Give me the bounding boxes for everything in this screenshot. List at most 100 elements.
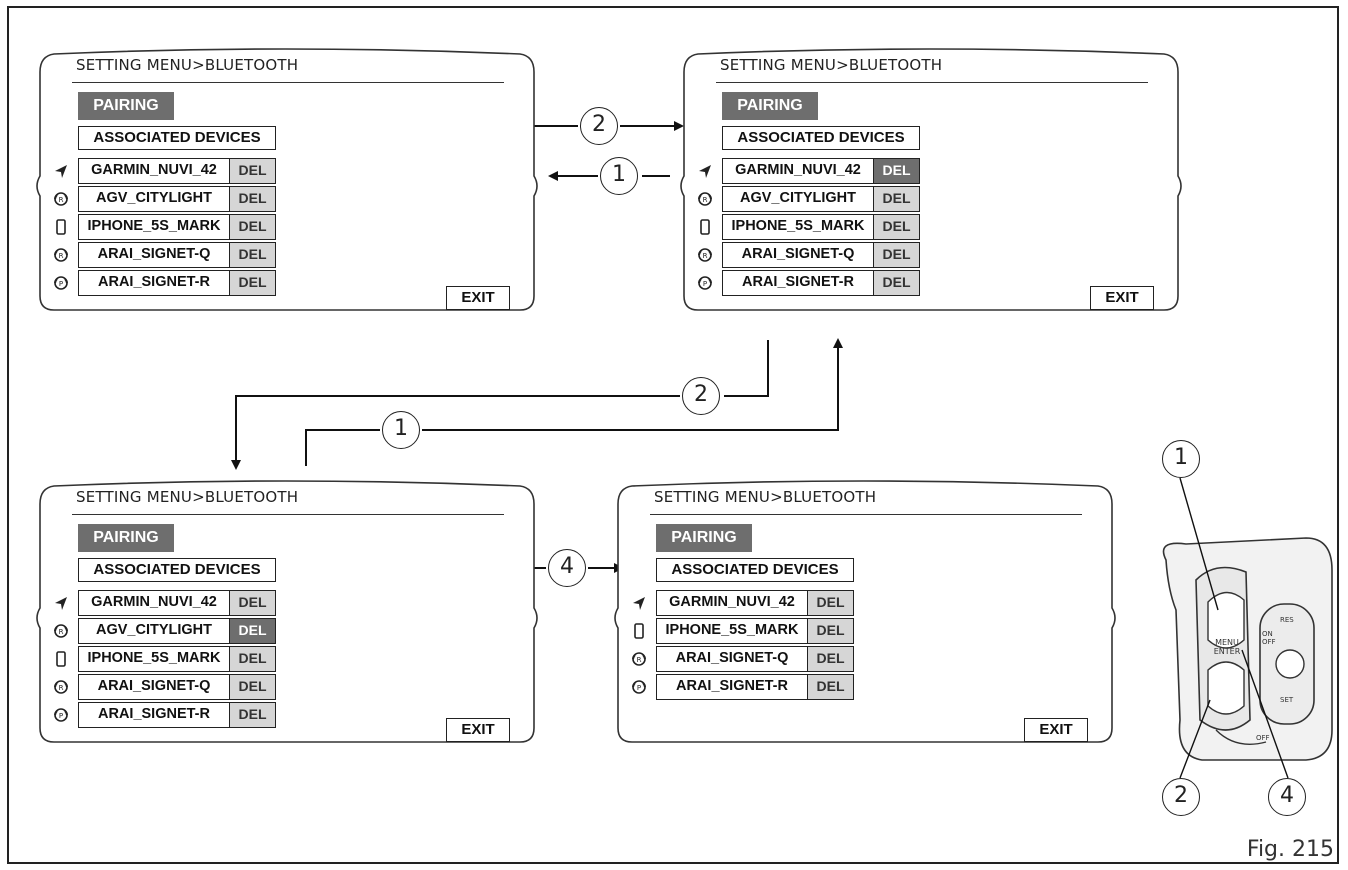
device-name[interactable]: ARAI_SIGNET-R <box>722 270 874 296</box>
delete-button[interactable]: DEL <box>874 214 920 240</box>
device-name[interactable]: ARAI_SIGNET-R <box>78 702 230 728</box>
delete-button[interactable]: DEL <box>230 214 276 240</box>
switch-callout-1: 1 <box>1162 440 1200 478</box>
helmet-rider-icon: R <box>52 622 70 640</box>
exit-button[interactable]: EXIT <box>1024 718 1088 742</box>
device-name[interactable]: IPHONE_5S_MARK <box>656 618 808 644</box>
delete-button[interactable]: DEL <box>230 702 276 728</box>
helmet-rider-icon: R <box>52 678 70 696</box>
svg-text:P: P <box>637 684 641 692</box>
title-divider <box>716 82 1148 83</box>
switch-on-off-label: ON OFF <box>1262 630 1276 646</box>
delete-button[interactable]: DEL <box>230 590 276 616</box>
device-name[interactable]: ARAI_SIGNET-Q <box>78 674 230 700</box>
callout-top-forward: 2 <box>580 107 618 145</box>
delete-button[interactable]: DEL <box>808 618 854 644</box>
delete-button[interactable]: DEL <box>808 590 854 616</box>
screen-title: SETTING MENU>BLUETOOTH <box>720 56 943 74</box>
delete-button[interactable]: DEL <box>230 618 276 644</box>
device-name[interactable]: ARAI_SIGNET-Q <box>722 242 874 268</box>
delete-button[interactable]: DEL <box>230 674 276 700</box>
device-name[interactable]: IPHONE_5S_MARK <box>78 646 230 672</box>
device-name[interactable]: AGV_CITYLIGHT <box>78 618 230 644</box>
delete-button[interactable]: DEL <box>230 186 276 212</box>
device-name[interactable]: IPHONE_5S_MARK <box>722 214 874 240</box>
helmet-rider-icon: R <box>52 246 70 264</box>
pairing-button[interactable]: PAIRING <box>722 92 818 120</box>
delete-button[interactable]: DEL <box>230 242 276 268</box>
delete-button[interactable]: DEL <box>808 646 854 672</box>
exit-button[interactable]: EXIT <box>446 286 510 310</box>
navigator-icon <box>630 594 648 612</box>
pairing-button[interactable]: PAIRING <box>78 524 174 552</box>
callout-down: 2 <box>682 377 720 415</box>
device-name[interactable]: GARMIN_NUVI_42 <box>78 158 230 184</box>
helmet-passenger-icon: P <box>52 274 70 292</box>
svg-text:R: R <box>703 196 708 204</box>
delete-button[interactable]: DEL <box>230 270 276 296</box>
delete-button[interactable]: DEL <box>874 186 920 212</box>
switch-callout-leaders <box>1179 477 1289 779</box>
delete-button[interactable]: DEL <box>808 674 854 700</box>
pairing-button[interactable]: PAIRING <box>78 92 174 120</box>
svg-text:P: P <box>703 280 707 288</box>
device-name[interactable]: GARMIN_NUVI_42 <box>656 590 808 616</box>
switch-menu-enter-label: MENU ENTER <box>1213 638 1241 656</box>
device-name[interactable]: GARMIN_NUVI_42 <box>722 158 874 184</box>
phone-icon <box>52 650 70 668</box>
navigator-icon <box>696 162 714 180</box>
device-name[interactable]: AGV_CITYLIGHT <box>722 186 874 212</box>
pairing-button[interactable]: PAIRING <box>656 524 752 552</box>
device-name[interactable]: ARAI_SIGNET-Q <box>78 242 230 268</box>
phone-icon <box>696 218 714 236</box>
device-name[interactable]: GARMIN_NUVI_42 <box>78 590 230 616</box>
title-divider <box>650 514 1082 515</box>
delete-button[interactable]: DEL <box>874 270 920 296</box>
device-name[interactable]: ARAI_SIGNET-R <box>656 674 808 700</box>
callout-up: 1 <box>382 411 420 449</box>
phone-icon <box>52 218 70 236</box>
delete-button[interactable]: DEL <box>230 158 276 184</box>
switch-set-label: SET <box>1280 696 1294 704</box>
helmet-rider-icon: R <box>52 190 70 208</box>
handlebar-switch-drawing <box>1162 537 1333 761</box>
delete-button[interactable]: DEL <box>874 242 920 268</box>
svg-text:R: R <box>59 628 64 636</box>
device-name[interactable]: ARAI_SIGNET-R <box>78 270 230 296</box>
exit-button[interactable]: EXIT <box>446 718 510 742</box>
svg-text:P: P <box>59 280 63 288</box>
device-name[interactable]: AGV_CITYLIGHT <box>78 186 230 212</box>
switch-off-label: OFF <box>1256 734 1270 742</box>
device-name[interactable]: IPHONE_5S_MARK <box>78 214 230 240</box>
device-name[interactable]: ARAI_SIGNET-Q <box>656 646 808 672</box>
helmet-passenger-icon: P <box>630 678 648 696</box>
delete-button[interactable]: DEL <box>874 158 920 184</box>
helmet-rider-icon: R <box>696 190 714 208</box>
svg-text:R: R <box>59 252 64 260</box>
associated-devices-heading: ASSOCIATED DEVICES <box>78 126 276 150</box>
helmet-passenger-icon: P <box>696 274 714 292</box>
figure-label: Fig. 215 <box>1246 837 1334 862</box>
switch-callout-2: 2 <box>1162 778 1200 816</box>
delete-button[interactable]: DEL <box>230 646 276 672</box>
phone-icon <box>630 622 648 640</box>
screen-title: SETTING MENU>BLUETOOTH <box>76 488 299 506</box>
exit-button[interactable]: EXIT <box>1090 286 1154 310</box>
